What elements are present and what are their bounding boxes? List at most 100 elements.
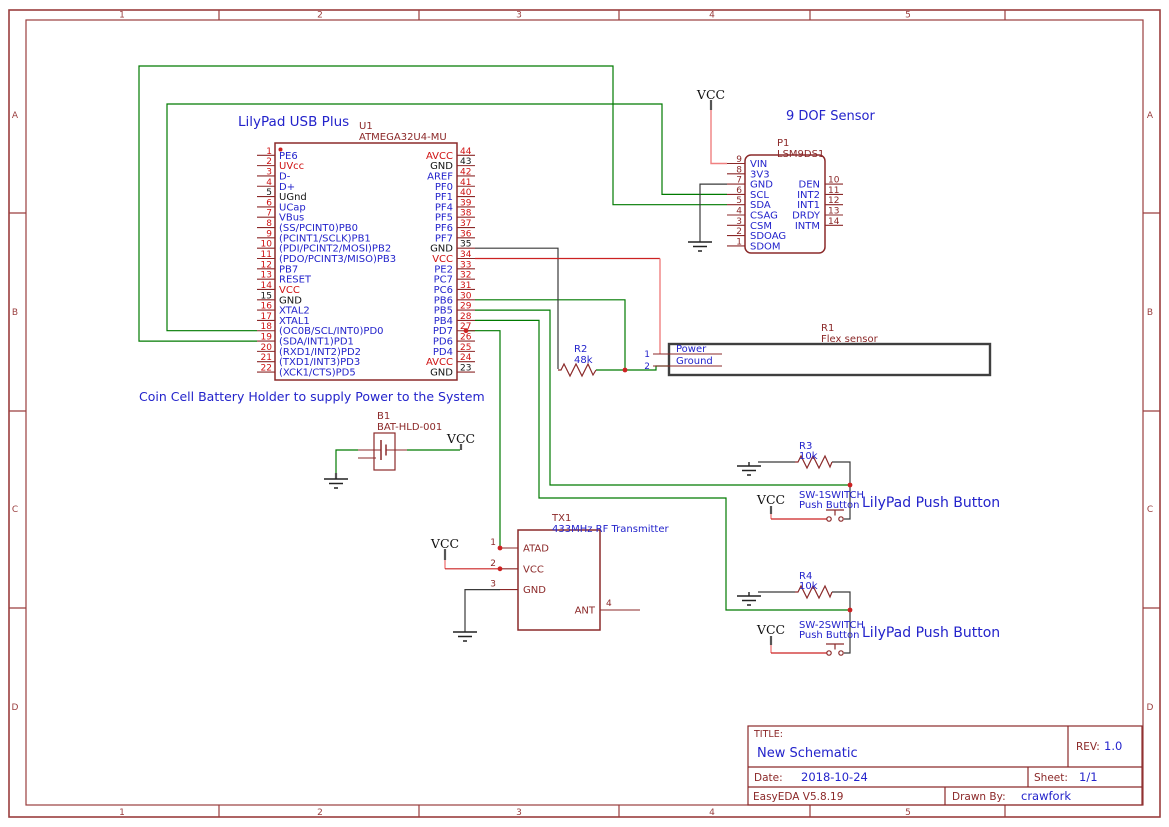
vcc-net-label[interactable]: VCC bbox=[756, 622, 785, 637]
r2-component[interactable]: R2 48k bbox=[558, 344, 597, 378]
r3-resistor-icon[interactable] bbox=[795, 454, 833, 470]
frame-col-label: 2 bbox=[317, 808, 323, 818]
rev-value: 1.0 bbox=[1104, 739, 1122, 753]
pin-name: UVcc bbox=[279, 161, 304, 172]
pin-number: 1 bbox=[736, 237, 742, 247]
pin-name: (TXD1/INT3)PD3 bbox=[279, 357, 360, 368]
junction-dot bbox=[497, 545, 503, 551]
wire-battery-gnd[interactable] bbox=[335, 449, 358, 473]
r4-resistor-icon[interactable] bbox=[795, 584, 833, 600]
tx1-body[interactable] bbox=[517, 529, 601, 631]
r4-component[interactable]: R4 10k bbox=[795, 571, 833, 600]
tx1-component[interactable]: TX1 433MHz RF Transmitter 1ATAD2VCC3GND … bbox=[490, 513, 669, 631]
r1-pin-stubs[interactable] bbox=[653, 353, 722, 367]
pin-name: D- bbox=[279, 171, 291, 182]
wire-r2-flex[interactable] bbox=[596, 365, 668, 371]
frame-col-label: 5 bbox=[905, 808, 911, 818]
pin-number: 44 bbox=[460, 147, 472, 157]
drawn-by-label: Drawn By: bbox=[952, 791, 1006, 803]
pin-name: PB6 bbox=[434, 295, 453, 306]
pin-number: 13 bbox=[261, 271, 272, 281]
p1-body[interactable] bbox=[744, 154, 826, 254]
frame-col-label: 3 bbox=[516, 808, 522, 818]
r3-ref: R3 bbox=[799, 441, 812, 452]
r4-value: 10k bbox=[799, 581, 818, 592]
ground-icon[interactable] bbox=[737, 462, 761, 476]
vcc-flags: VCC VCC VCC VCC VCC bbox=[430, 87, 785, 645]
pin-name: PC7 bbox=[434, 275, 453, 286]
frame-row-label: D bbox=[12, 703, 19, 713]
pin-number: 8 bbox=[266, 219, 272, 229]
pin-name: VBus bbox=[279, 213, 304, 224]
vcc-net-label[interactable]: VCC bbox=[756, 492, 785, 507]
wire-r4-sw2[interactable] bbox=[832, 591, 851, 654]
pin-name: (PDI/PCINT2/MOSI)PB2 bbox=[279, 244, 391, 255]
pin-name: GND bbox=[750, 180, 773, 191]
r2-resistor-icon[interactable] bbox=[558, 362, 597, 378]
pin-name: ATAD bbox=[523, 544, 549, 555]
pin-number: 3 bbox=[266, 167, 272, 177]
vcc-net-label[interactable]: VCC bbox=[430, 536, 459, 551]
b1-body[interactable] bbox=[373, 432, 396, 471]
pin-number: 34 bbox=[460, 250, 472, 260]
wire-gnd35-r2[interactable] bbox=[475, 247, 559, 369]
p1-ref: P1 bbox=[777, 138, 789, 149]
wire-pb5-sw1[interactable] bbox=[475, 309, 850, 486]
pin-name: PE6 bbox=[279, 151, 298, 162]
pin-name: Ground bbox=[676, 356, 713, 367]
pin-number: 18 bbox=[261, 322, 273, 332]
wire-pb6-junction[interactable] bbox=[475, 299, 626, 370]
pin-name: DRDY bbox=[792, 211, 821, 222]
ground-icon[interactable] bbox=[453, 631, 477, 642]
pin-name: GND bbox=[430, 161, 453, 172]
junction-dot bbox=[497, 566, 503, 572]
b1-pin-stubs[interactable] bbox=[358, 449, 407, 459]
r1-body[interactable] bbox=[667, 342, 992, 377]
pin-number: 12 bbox=[261, 260, 272, 270]
pin-name: PF4 bbox=[435, 202, 453, 213]
pin-name: D+ bbox=[279, 182, 295, 193]
ground-icon[interactable] bbox=[737, 592, 761, 606]
wire-pd0-scl[interactable] bbox=[166, 103, 727, 332]
pin-name: SDA bbox=[750, 200, 771, 211]
ground-icon[interactable] bbox=[324, 478, 348, 489]
wire-pd7-atad[interactable] bbox=[466, 330, 501, 548]
sw2-component[interactable]: SW-2SWITCH Push Button LilyPad Push Butt… bbox=[799, 620, 1000, 656]
wire-pd1-sda[interactable] bbox=[138, 65, 727, 342]
wire-p1-gnd[interactable] bbox=[699, 183, 727, 242]
vcc-net-label[interactable]: VCC bbox=[446, 431, 475, 446]
frame-col-label: 1 bbox=[119, 11, 125, 21]
b1-component[interactable]: Coin Cell Battery Holder to supply Power… bbox=[139, 389, 485, 471]
switch-contact-icon bbox=[826, 650, 832, 656]
pin-name: PF0 bbox=[435, 182, 453, 193]
r1-component[interactable]: R1 Flex sensor 1 2 Power Ground bbox=[644, 323, 992, 377]
sw2-ref: SW-2SWITCH bbox=[799, 620, 864, 631]
wire-r3-sw1[interactable] bbox=[832, 461, 851, 520]
junction-dot bbox=[847, 482, 853, 488]
pin-number: 38 bbox=[460, 209, 472, 219]
frame-col-label: 4 bbox=[709, 11, 715, 21]
r4-ref: R4 bbox=[799, 571, 812, 582]
pin-name: 3V3 bbox=[750, 169, 770, 180]
pin-name: GND bbox=[430, 368, 453, 379]
push-button-note: LilyPad Push Button bbox=[862, 625, 1000, 641]
rev-label: REV: bbox=[1076, 741, 1100, 753]
pin-number: 9 bbox=[736, 155, 742, 165]
b1-value: BAT-HLD-001 bbox=[377, 422, 442, 433]
ground-icon[interactable] bbox=[688, 241, 712, 252]
wire-vcc-p1[interactable] bbox=[710, 110, 727, 165]
wire-tx-gnd[interactable] bbox=[464, 589, 500, 632]
pin-name: (OC0B/SCL/INT0)PD0 bbox=[279, 326, 384, 337]
pin-number: 6 bbox=[266, 198, 272, 208]
sw1-component[interactable]: SW-1SWITCH Push Button LilyPad Push Butt… bbox=[799, 490, 1000, 522]
r3-component[interactable]: R3 10k bbox=[795, 441, 833, 470]
title-label: TITLE: bbox=[753, 729, 783, 740]
u1-body[interactable] bbox=[274, 142, 458, 381]
wire-pb4-sw2[interactable] bbox=[475, 319, 850, 611]
vcc-net-label[interactable]: VCC bbox=[696, 87, 725, 102]
sw1-value: Push Button bbox=[799, 500, 859, 511]
